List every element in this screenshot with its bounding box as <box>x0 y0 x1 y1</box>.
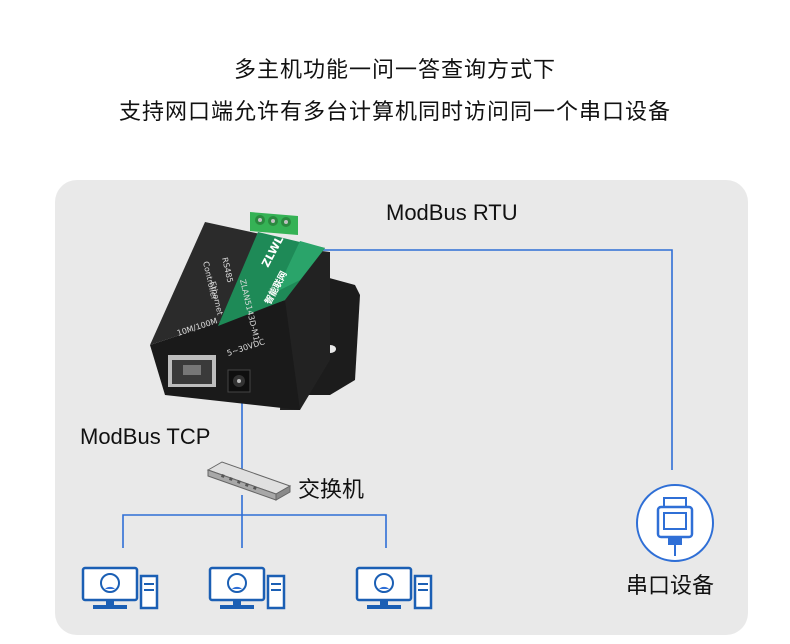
switch-label: 交换机 <box>298 477 365 502</box>
computer-icon-1 <box>81 566 159 610</box>
serial-device-icon <box>636 484 714 562</box>
serial-server-device: RS485 Ethernet Controller ZLAN5143D-M1 1… <box>150 212 360 410</box>
power-jack <box>227 369 251 393</box>
modbus-rtu-label: ModBus RTU <box>386 200 518 225</box>
diagram-panel <box>55 180 748 635</box>
switch-icon <box>206 461 292 501</box>
computer-icon-3 <box>355 566 433 610</box>
computer-icon-2 <box>208 566 286 610</box>
rtu-line <box>318 249 673 470</box>
ethernet-port <box>168 355 216 387</box>
title-line-2: 支持网口端允许有多台计算机同时访问同一个串口设备 <box>118 100 671 125</box>
terminal-block <box>250 212 298 235</box>
bus-line <box>122 514 387 548</box>
title-line-1: 多主机功能一问一答查询方式下 <box>233 58 556 83</box>
modbus-tcp-label: ModBus TCP <box>80 424 211 449</box>
serial-device-label: 串口设备 <box>626 573 715 598</box>
